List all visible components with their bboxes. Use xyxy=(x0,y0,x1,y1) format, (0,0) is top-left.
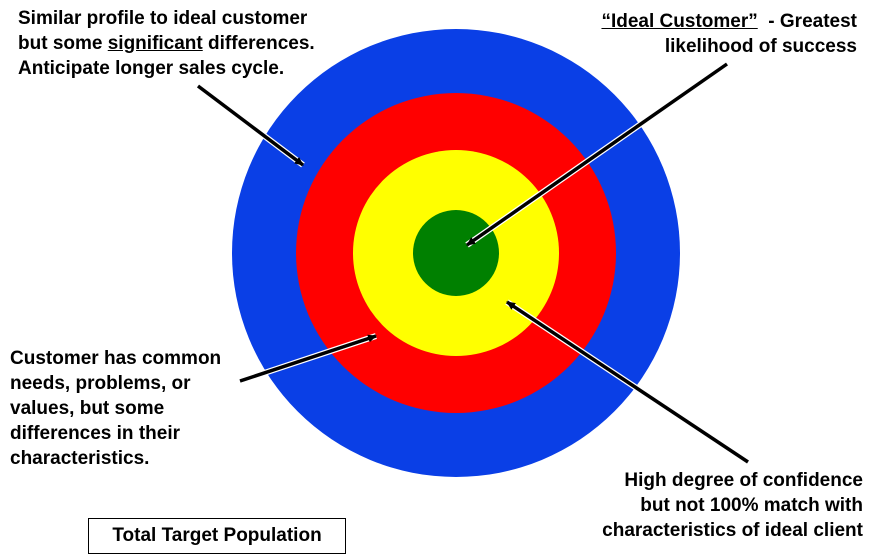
arrow-common-needs xyxy=(239,333,377,384)
annotation-line: High degree of confidence xyxy=(624,470,863,491)
annotation-line: Customer has common xyxy=(10,348,222,369)
arrow-similar-profile xyxy=(196,83,305,168)
annotation-similar-profile: Similar profile to ideal customer but so… xyxy=(18,6,315,81)
annotation-line: but some significant differences. xyxy=(18,31,315,56)
ideal-customer-title: “Ideal Customer” xyxy=(601,11,758,32)
annotation-line: needs, problems, or xyxy=(10,373,191,394)
annotation-common-needs: Customer has common needs, problems, or … xyxy=(10,346,221,471)
annotation-text: - Greatest xyxy=(757,11,857,32)
annotation-line: but not 100% match with xyxy=(640,495,863,516)
annotation-high-confidence: High degree of confidence but not 100% m… xyxy=(602,468,863,543)
annotation-line: characteristics. xyxy=(10,448,150,469)
emphasis-significant: significant xyxy=(107,33,203,54)
annotation-line: characteristics of ideal client xyxy=(602,520,863,541)
total-target-population-box: Total Target Population xyxy=(88,518,346,554)
annotation-line: values, but some xyxy=(10,398,165,419)
annotation-line: likelihood of success xyxy=(664,36,857,57)
annotation-line: “Ideal Customer” - Greatest xyxy=(601,9,857,34)
annotation-line: Anticipate longer sales cycle. xyxy=(18,58,285,79)
arrow-high-confidence xyxy=(505,299,750,465)
annotation-text: differences. xyxy=(202,33,315,54)
annotation-line: Similar profile to ideal customer xyxy=(18,8,308,29)
center-bullseye xyxy=(413,210,499,296)
annotation-text: but some xyxy=(18,33,108,54)
annotation-line: differences in their xyxy=(10,423,180,444)
total-target-population-label: Total Target Population xyxy=(112,525,322,546)
annotation-ideal-customer: “Ideal Customer” - Greatest likelihood o… xyxy=(601,9,857,59)
arrow-ideal-customer xyxy=(465,61,729,248)
